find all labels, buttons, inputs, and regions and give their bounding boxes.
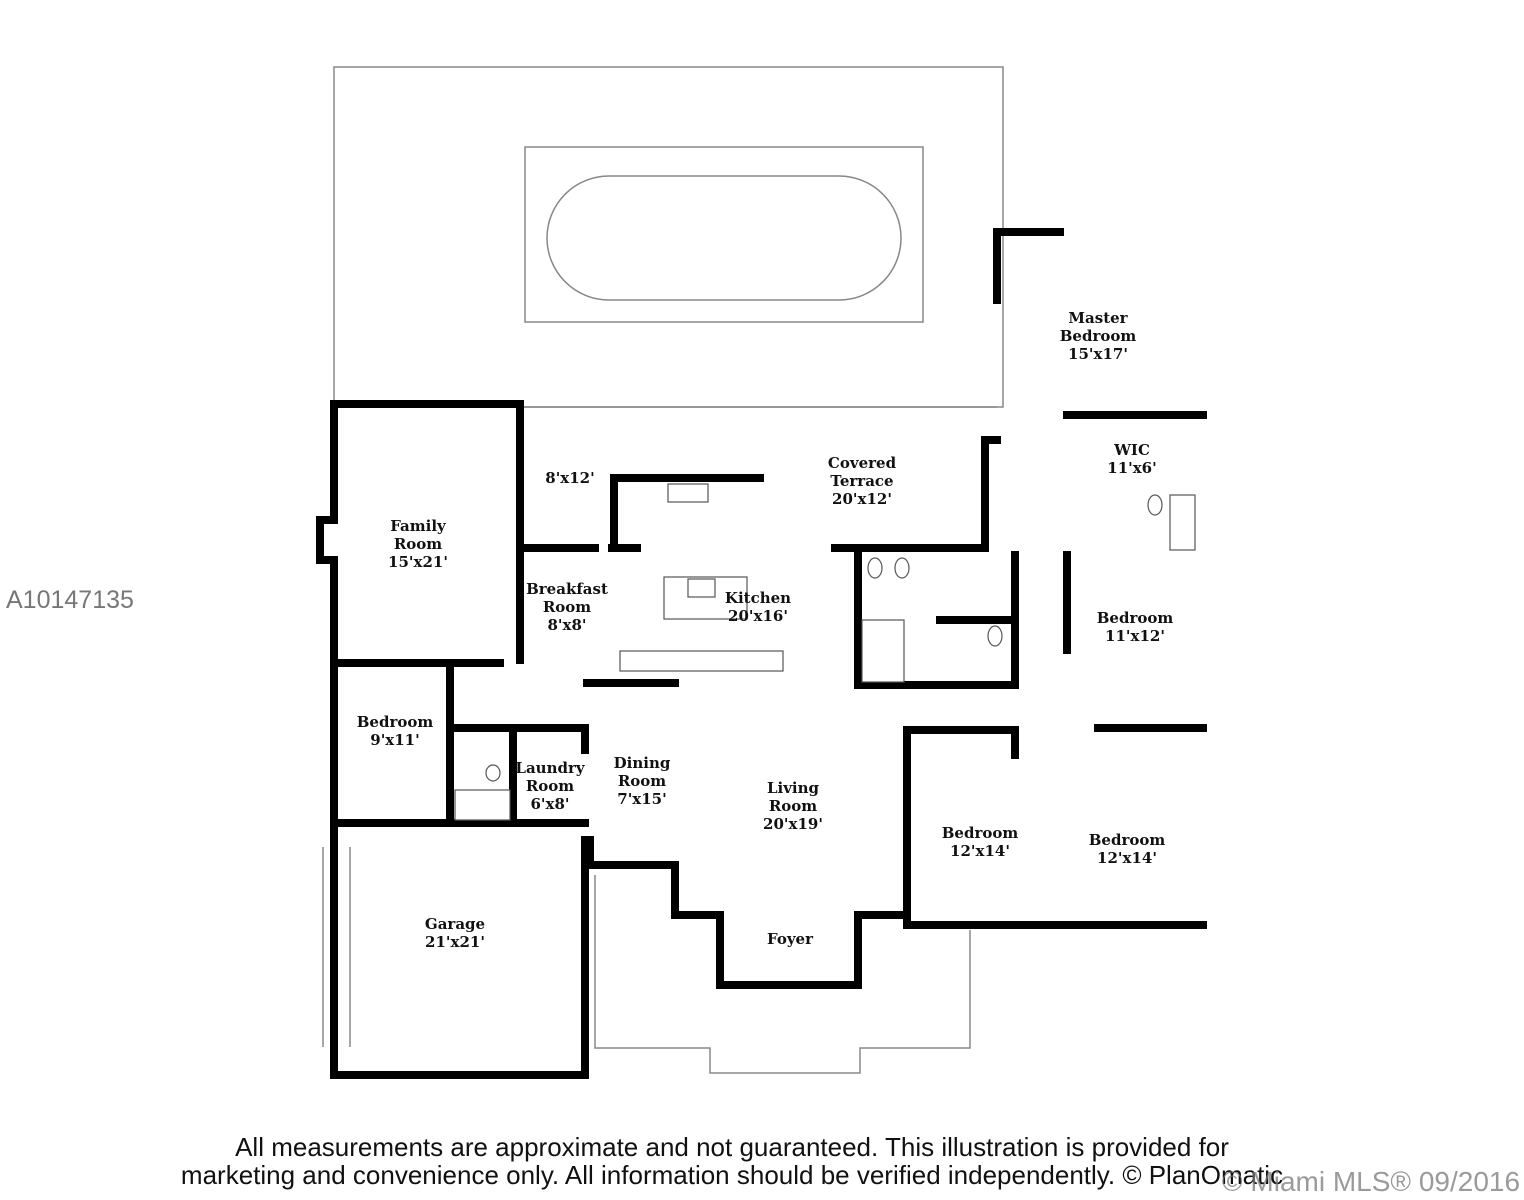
- listing-id: A10147135: [6, 586, 134, 614]
- cooktop-icon: [687, 578, 716, 598]
- bathtub-icon: [1169, 494, 1196, 551]
- toilet-icon: [894, 557, 910, 579]
- toilet-icon: [1147, 494, 1163, 516]
- disclaimer: All measurements are approximate and not…: [180, 1132, 1284, 1190]
- room-label-foyer: Foyer: [767, 930, 813, 948]
- shower-icon: [861, 619, 905, 683]
- walls: [316, 228, 1207, 1079]
- fixtures: [322, 483, 1196, 1074]
- toilet-icon: [485, 764, 501, 782]
- toilet-icon: [867, 557, 883, 579]
- toilet-icon: [987, 625, 1003, 647]
- sink-icon: [667, 483, 709, 503]
- pool-deck: [333, 66, 1004, 408]
- kitchen-counter: [619, 650, 784, 672]
- watermark: © Miami MLS® 09/2016: [1222, 1166, 1521, 1197]
- front-walk: [594, 875, 971, 1074]
- pool-water: [546, 175, 902, 301]
- room-label-terrace-small: 8'x12': [545, 469, 595, 487]
- pool: [524, 146, 924, 323]
- shower-icon: [454, 789, 511, 821]
